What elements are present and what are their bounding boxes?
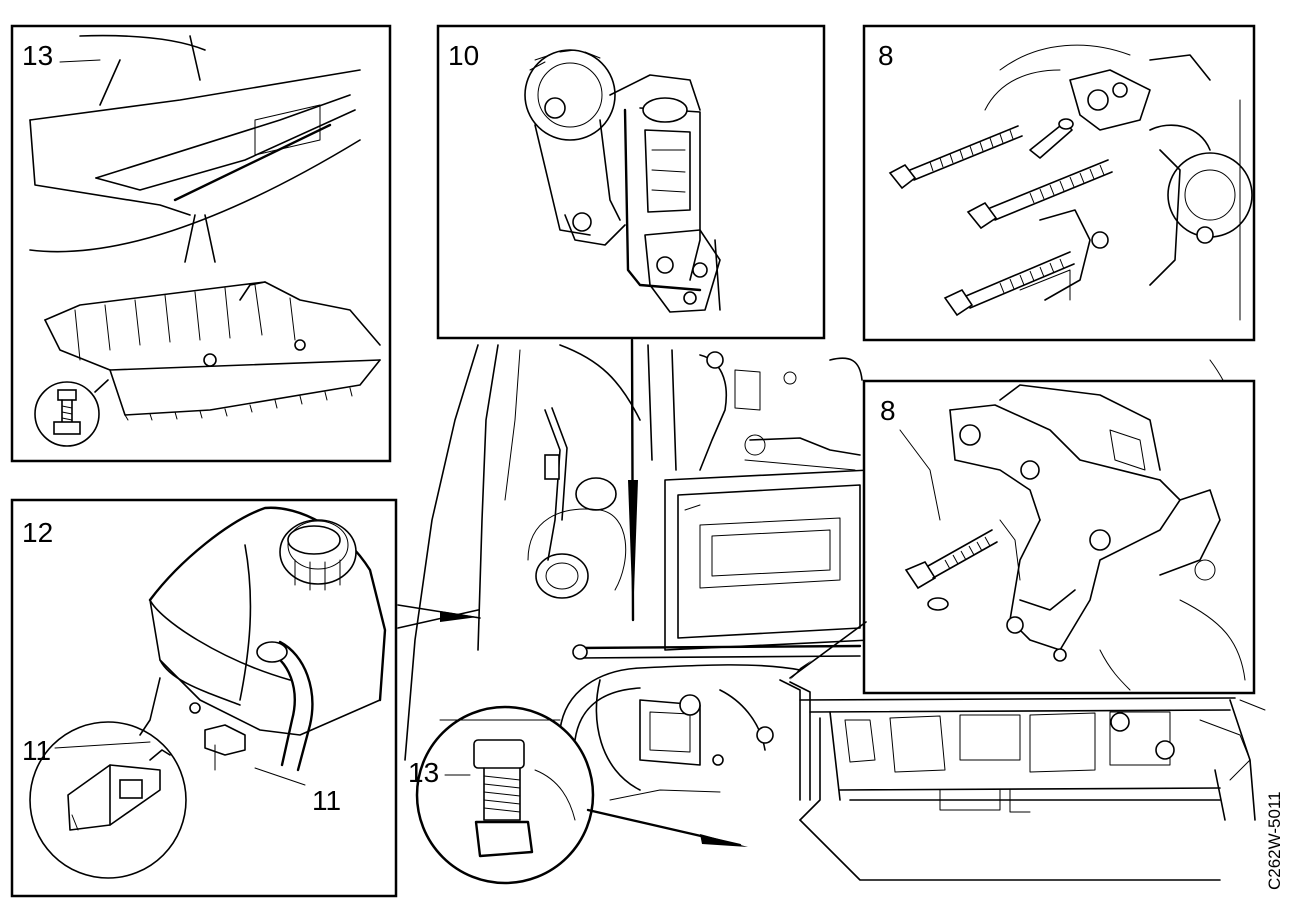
callout-11-connector: 11	[22, 735, 51, 766]
bolt-2	[966, 159, 1113, 230]
callout-12-reservoir: 12	[22, 517, 53, 548]
panel-mount-bracket: 8	[789, 379, 1256, 695]
panel-mount-bolts-top: 8	[862, 24, 1256, 342]
figure-code: C262W-5011	[1265, 791, 1284, 890]
callout-10-engine-mount: 10	[448, 40, 479, 71]
panel-coolant-reservoir: 12 11 11	[10, 498, 481, 898]
bolt-3	[943, 251, 1075, 317]
bracket-bolt	[904, 529, 998, 590]
callout-8-bracket: 8	[880, 395, 896, 426]
callout-13-undertray: 13	[22, 40, 53, 71]
bolt-1	[888, 125, 1023, 190]
panel-upper-engine-mount: 10	[436, 24, 826, 340]
callout-11-hose: 11	[312, 785, 341, 816]
bolt-4	[1029, 118, 1074, 159]
detail-circle-13: 13	[408, 705, 748, 885]
panel-undertray-removal: 13	[10, 24, 392, 463]
callout-8-bolts-top: 8	[878, 40, 894, 71]
callout-13-circle: 13	[408, 757, 439, 788]
